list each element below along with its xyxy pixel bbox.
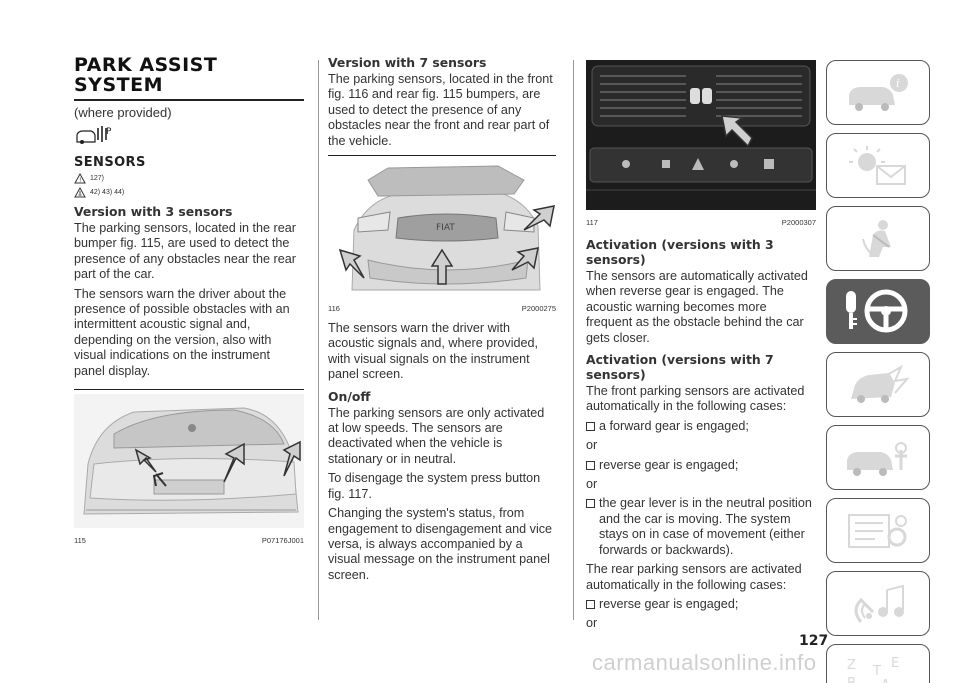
heading-activation-3: Activation (versions with 3 sensors) xyxy=(586,237,774,267)
svg-text:E: E xyxy=(891,656,899,671)
chapter-tabs: i xyxy=(826,60,930,683)
multimedia-icon xyxy=(854,584,904,623)
figure-117: 117 P2000307 xyxy=(586,60,816,227)
figure-caption: 116 P2000275 xyxy=(328,304,556,313)
figure-caption: 115 P07176J001 xyxy=(74,536,304,545)
svg-text:!: ! xyxy=(79,177,81,184)
figure-code: P07176J001 xyxy=(261,536,304,546)
bullet-square-icon xyxy=(586,599,595,609)
bullet-item: reverse gear is engaged; xyxy=(586,597,816,612)
where-provided-note: (where provided) xyxy=(74,105,172,120)
technical-data-icon xyxy=(848,513,907,548)
figure-caption: 117 P2000307 xyxy=(586,218,816,227)
figure-number: 115 xyxy=(74,536,86,546)
bullet-square-icon xyxy=(586,421,595,431)
paragraph: The sensors warn the driver with acousti… xyxy=(328,321,539,382)
figure-rule xyxy=(328,155,556,157)
warning-ref-1: 127) xyxy=(90,175,105,182)
watermark: carmanualsonline.info xyxy=(592,650,817,675)
tab-service[interactable] xyxy=(826,425,930,490)
figure-code: P2000307 xyxy=(781,218,816,227)
tab-starting-driving[interactable] xyxy=(826,279,930,344)
bullet-text: the gear lever is in the neutral positio… xyxy=(599,496,812,557)
paragraph: The parking sensors are only activated a… xyxy=(328,405,545,466)
column-1: PARK ASSIST SYSTEM (where provided) P SE… xyxy=(74,55,304,545)
page-number: 127 xyxy=(799,633,829,649)
tab-multimedia[interactable] xyxy=(826,571,930,636)
bullet-text: a forward gear is engaged; xyxy=(599,418,749,433)
bullet-square-icon xyxy=(586,499,595,509)
tab-technical-data[interactable] xyxy=(826,498,930,563)
bullet-item: the gear lever is in the neutral positio… xyxy=(586,496,816,558)
section-title: PARK ASSIST SYSTEM xyxy=(74,55,304,95)
bullet-text: reverse gear is engaged; xyxy=(599,457,739,472)
seat-safety-icon xyxy=(862,219,891,257)
tab-emergency[interactable] xyxy=(826,352,930,417)
svg-text:i: i xyxy=(896,77,900,90)
or-text: or xyxy=(586,438,598,453)
heading-activation-7: Activation (versions with 7 sensors) xyxy=(586,352,774,383)
paragraph: The rear parking sensors are activated a… xyxy=(586,562,802,592)
rear-car-illustration xyxy=(74,394,304,529)
section-title-line2: SYSTEM xyxy=(74,74,163,96)
bullet-text: reverse gear is engaged; xyxy=(599,596,739,611)
svg-text:Z: Z xyxy=(847,658,856,673)
tab-safety[interactable] xyxy=(826,206,930,271)
warning-ref-row-2: 42) 43) 44) xyxy=(74,187,304,198)
paragraph: The parking sensors, located in the rear… xyxy=(74,221,296,282)
column-divider xyxy=(318,60,319,620)
figure-rule xyxy=(74,389,304,391)
svg-text:T: T xyxy=(872,664,881,679)
column-3: 117 P2000307 Activation (versions with 3… xyxy=(586,60,816,632)
heading-on-off: On/off xyxy=(328,388,371,404)
tab-car-info[interactable]: i xyxy=(826,60,930,125)
svg-text:A: A xyxy=(881,678,890,683)
paragraph: Changing the system's status, from engag… xyxy=(328,506,553,582)
section-title-line1: PARK ASSIST xyxy=(74,54,218,76)
paragraph: The front parking sensors are activated … xyxy=(586,384,805,414)
paragraph: The sensors warn the driver about the pr… xyxy=(74,286,290,378)
key-steering-wheel-icon xyxy=(846,289,908,332)
figure-number: 116 xyxy=(328,304,340,314)
bullet-item: a forward gear is engaged; xyxy=(586,419,816,434)
title-rule xyxy=(74,99,304,101)
park-assist-icon: P xyxy=(74,124,304,149)
paragraph: The parking sensors, located in the fron… xyxy=(328,72,553,148)
bullet-item: reverse gear is engaged; xyxy=(586,458,816,473)
paragraph: To disengage the system press button fig… xyxy=(328,471,541,501)
warning-ref-row-1: ! 127) xyxy=(74,173,304,184)
tab-warning-lights[interactable] xyxy=(826,133,930,198)
svg-text:B: B xyxy=(847,676,856,683)
car-service-icon xyxy=(847,441,907,476)
car-accident-icon xyxy=(851,364,910,403)
heading-7-sensors: Version with 7 sensors xyxy=(328,55,487,70)
dashboard-button-illustration xyxy=(586,60,816,210)
sensors-subtitle: SENSORS xyxy=(74,155,146,170)
bullet-square-icon xyxy=(586,460,595,470)
svg-text:P: P xyxy=(106,127,112,137)
paragraph: The sensors are automatically activated … xyxy=(586,269,808,345)
hand-caution-icon xyxy=(74,187,86,198)
svg-text:D: D xyxy=(899,682,909,683)
figure-116: FIAT 116 P2000275 xyxy=(328,155,556,313)
svg-text:FIAT: FIAT xyxy=(436,223,455,233)
column-2: Version with 7 sensors The parking senso… xyxy=(328,55,556,583)
column-divider xyxy=(573,60,574,620)
figure-number: 117 xyxy=(586,218,598,227)
warning-triangle-icon: ! xyxy=(74,173,86,184)
figure-115: 115 P07176J001 xyxy=(74,389,304,545)
or-text: or xyxy=(586,477,598,492)
car-info-icon: i xyxy=(849,73,908,111)
warning-ref-2: 42) 43) 44) xyxy=(90,189,125,196)
tab-index[interactable]: ZE BC AD T xyxy=(826,644,930,683)
heading-3-sensors: Version with 3 sensors xyxy=(74,204,233,219)
alphabetical-index-icon: ZE BC AD T xyxy=(847,656,909,683)
or-text: or xyxy=(586,616,598,631)
front-car-illustration: FIAT xyxy=(328,160,556,297)
warning-lights-icon xyxy=(849,145,906,185)
figure-code: P2000275 xyxy=(521,304,556,314)
